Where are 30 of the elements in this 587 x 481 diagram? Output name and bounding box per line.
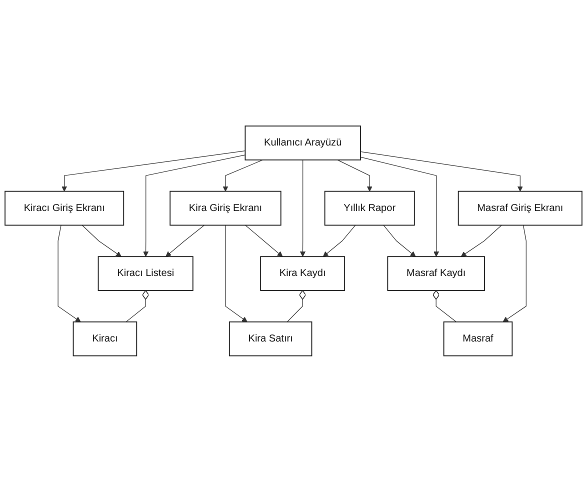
class-box: Kira Satırı xyxy=(228,321,312,356)
arrow xyxy=(300,159,306,256)
class-box: Masraf Giriş Ekranı xyxy=(458,190,582,226)
aggregation-line xyxy=(286,290,306,322)
arrow xyxy=(360,156,440,256)
arrow xyxy=(58,224,81,322)
class-box: Masraf xyxy=(443,321,513,356)
arrow xyxy=(166,224,205,256)
aggregation-line xyxy=(126,290,150,322)
arrow xyxy=(460,224,502,256)
arrow xyxy=(143,154,246,256)
class-box: Kiracı Giriş Ekranı xyxy=(4,190,124,226)
class-box: Kullanıcı Arayüzü xyxy=(244,125,361,160)
arrow xyxy=(222,159,263,192)
arrow xyxy=(225,224,248,322)
class-box: Kiracı xyxy=(72,321,138,356)
arrow xyxy=(322,224,356,256)
arrow xyxy=(62,150,246,192)
class-box: Masraf Kaydı xyxy=(387,256,485,291)
arrow xyxy=(360,150,523,192)
arrow xyxy=(245,224,283,256)
arrow xyxy=(337,159,372,192)
class-box: Yıllık Rapor xyxy=(324,190,415,226)
class-box: Kiracı Listesi xyxy=(98,256,194,291)
arrow xyxy=(502,224,526,322)
arrow xyxy=(82,224,122,256)
class-box: Kira Giriş Ekranı xyxy=(170,190,282,226)
aggregation-line xyxy=(432,290,457,322)
class-box: Kira Kaydı xyxy=(260,256,346,291)
arrow xyxy=(383,224,416,256)
